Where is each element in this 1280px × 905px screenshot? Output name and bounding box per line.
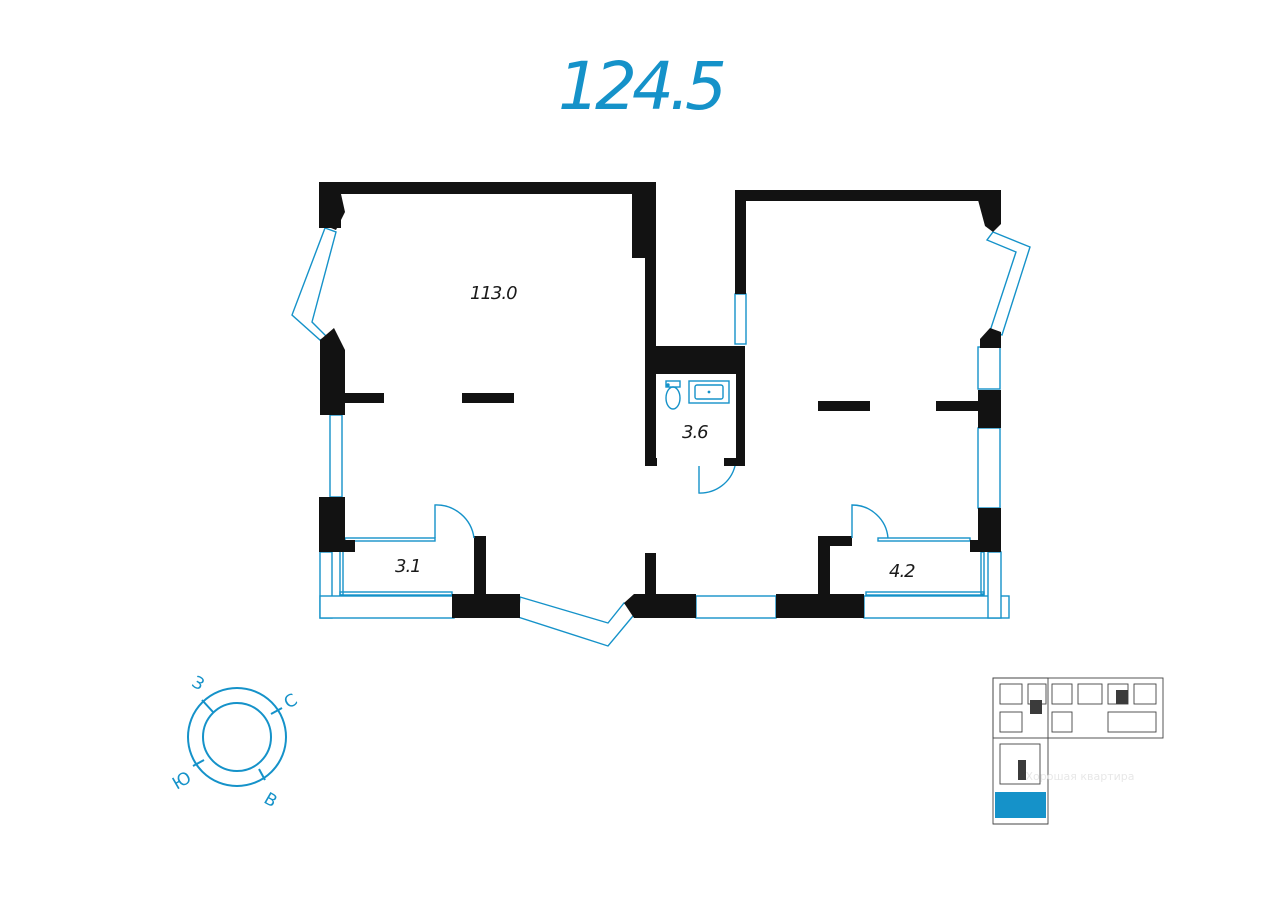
window-left-bay (291, 227, 337, 341)
door-bathroom (698, 465, 736, 494)
compass-north: С (281, 690, 301, 713)
doors (434, 465, 889, 539)
balcony-left-area: 3.1 (395, 556, 421, 577)
toilet-icon (665, 380, 681, 410)
bathroom-area: 3.6 (682, 422, 708, 443)
compass: З С Ю В (169, 672, 301, 812)
balcony-rails (339, 537, 985, 596)
sink-icon (688, 380, 730, 404)
balcony-right-area: 4.2 (889, 561, 915, 582)
building-key-plan: Хорошая квартира (992, 677, 1164, 825)
main-room-area: 113.0 (470, 283, 517, 304)
window-right-wall-upper (977, 346, 1001, 390)
watermark: Хорошая квартира (1025, 770, 1134, 783)
window-right-bottom (987, 551, 1002, 619)
window-left-wall (329, 414, 343, 498)
door-balcony-left (434, 504, 475, 539)
window-bottom-mid (695, 595, 777, 619)
door-balcony-right (851, 504, 889, 539)
window-corridor (734, 293, 747, 345)
windows (291, 227, 1031, 647)
window-bottom-left (319, 595, 455, 619)
compass-south: Ю (169, 768, 195, 795)
window-bottom-right (863, 595, 1010, 619)
compass-west: З (188, 672, 207, 695)
total-area: 124.5 (558, 48, 727, 125)
walls (319, 182, 1001, 618)
window-right-bay (985, 231, 1031, 336)
apartment-highlight (995, 792, 1046, 818)
compass-east: В (260, 789, 280, 812)
window-right-wall-lower (977, 427, 1001, 509)
window-bottom-bay (517, 596, 640, 647)
